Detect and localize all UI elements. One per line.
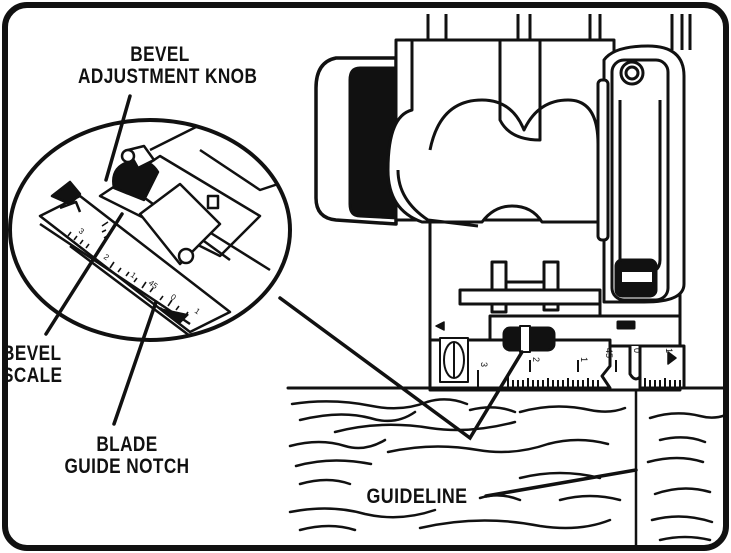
shoe-scale-ticks [477, 360, 681, 388]
shoe-mark-2: 2 [531, 357, 541, 362]
shoe-mark-3: 3 [479, 362, 489, 367]
bevel-knob-leader [104, 94, 132, 182]
bevel-knob-label-line2: ADJUSTMENT KNOB [78, 65, 258, 88]
bevel-scale-leader [44, 212, 124, 336]
blade-guide-notch-label: BLADE GUIDE NOTCH [41, 434, 213, 478]
guideline-leader [484, 468, 638, 498]
bevel-knob-label-line1: BEVEL [130, 43, 190, 66]
inset-mark-3: 3 [77, 226, 86, 236]
wood-board [286, 386, 725, 542]
guideline-label: GUIDELINE [345, 486, 490, 508]
bevel-scale-inset: 3 2 1 45 0 1 [8, 118, 292, 342]
inset-mark-1b: 1 [193, 306, 202, 316]
inset-mark-1a: 1 [129, 270, 138, 280]
bevel-scale-label-line1: BEVEL [2, 342, 62, 365]
shoe-scale-numbers: 3 2 1 45 0 1 [479, 348, 674, 367]
bevel-scale-label-line2: SCALE [2, 364, 63, 387]
blade-notch-leader [112, 300, 158, 426]
shoe-mark-0: 0 [632, 348, 642, 353]
bevel-adjustment-knob-label: BEVEL ADJUSTMENT KNOB [78, 43, 258, 88]
blade-notch-label-line2: GUIDE NOTCH [64, 455, 190, 478]
shoe-mark-1a: 1 [579, 357, 589, 362]
inset-mark-2: 2 [102, 252, 111, 262]
inset-connector-line [278, 296, 524, 441]
shoe-mark-45: 45 [604, 348, 614, 358]
shoe-mark-1b: 1 [664, 348, 674, 353]
guideline-label-text: GUIDELINE [364, 485, 470, 508]
blade-notch-label-line1: BLADE [96, 433, 158, 456]
inset-mark-0: 0 [169, 292, 178, 302]
circular-saw [314, 14, 692, 392]
callout-lines [44, 94, 638, 498]
bevel-scale-label: BEVEL SCALE [2, 343, 68, 387]
